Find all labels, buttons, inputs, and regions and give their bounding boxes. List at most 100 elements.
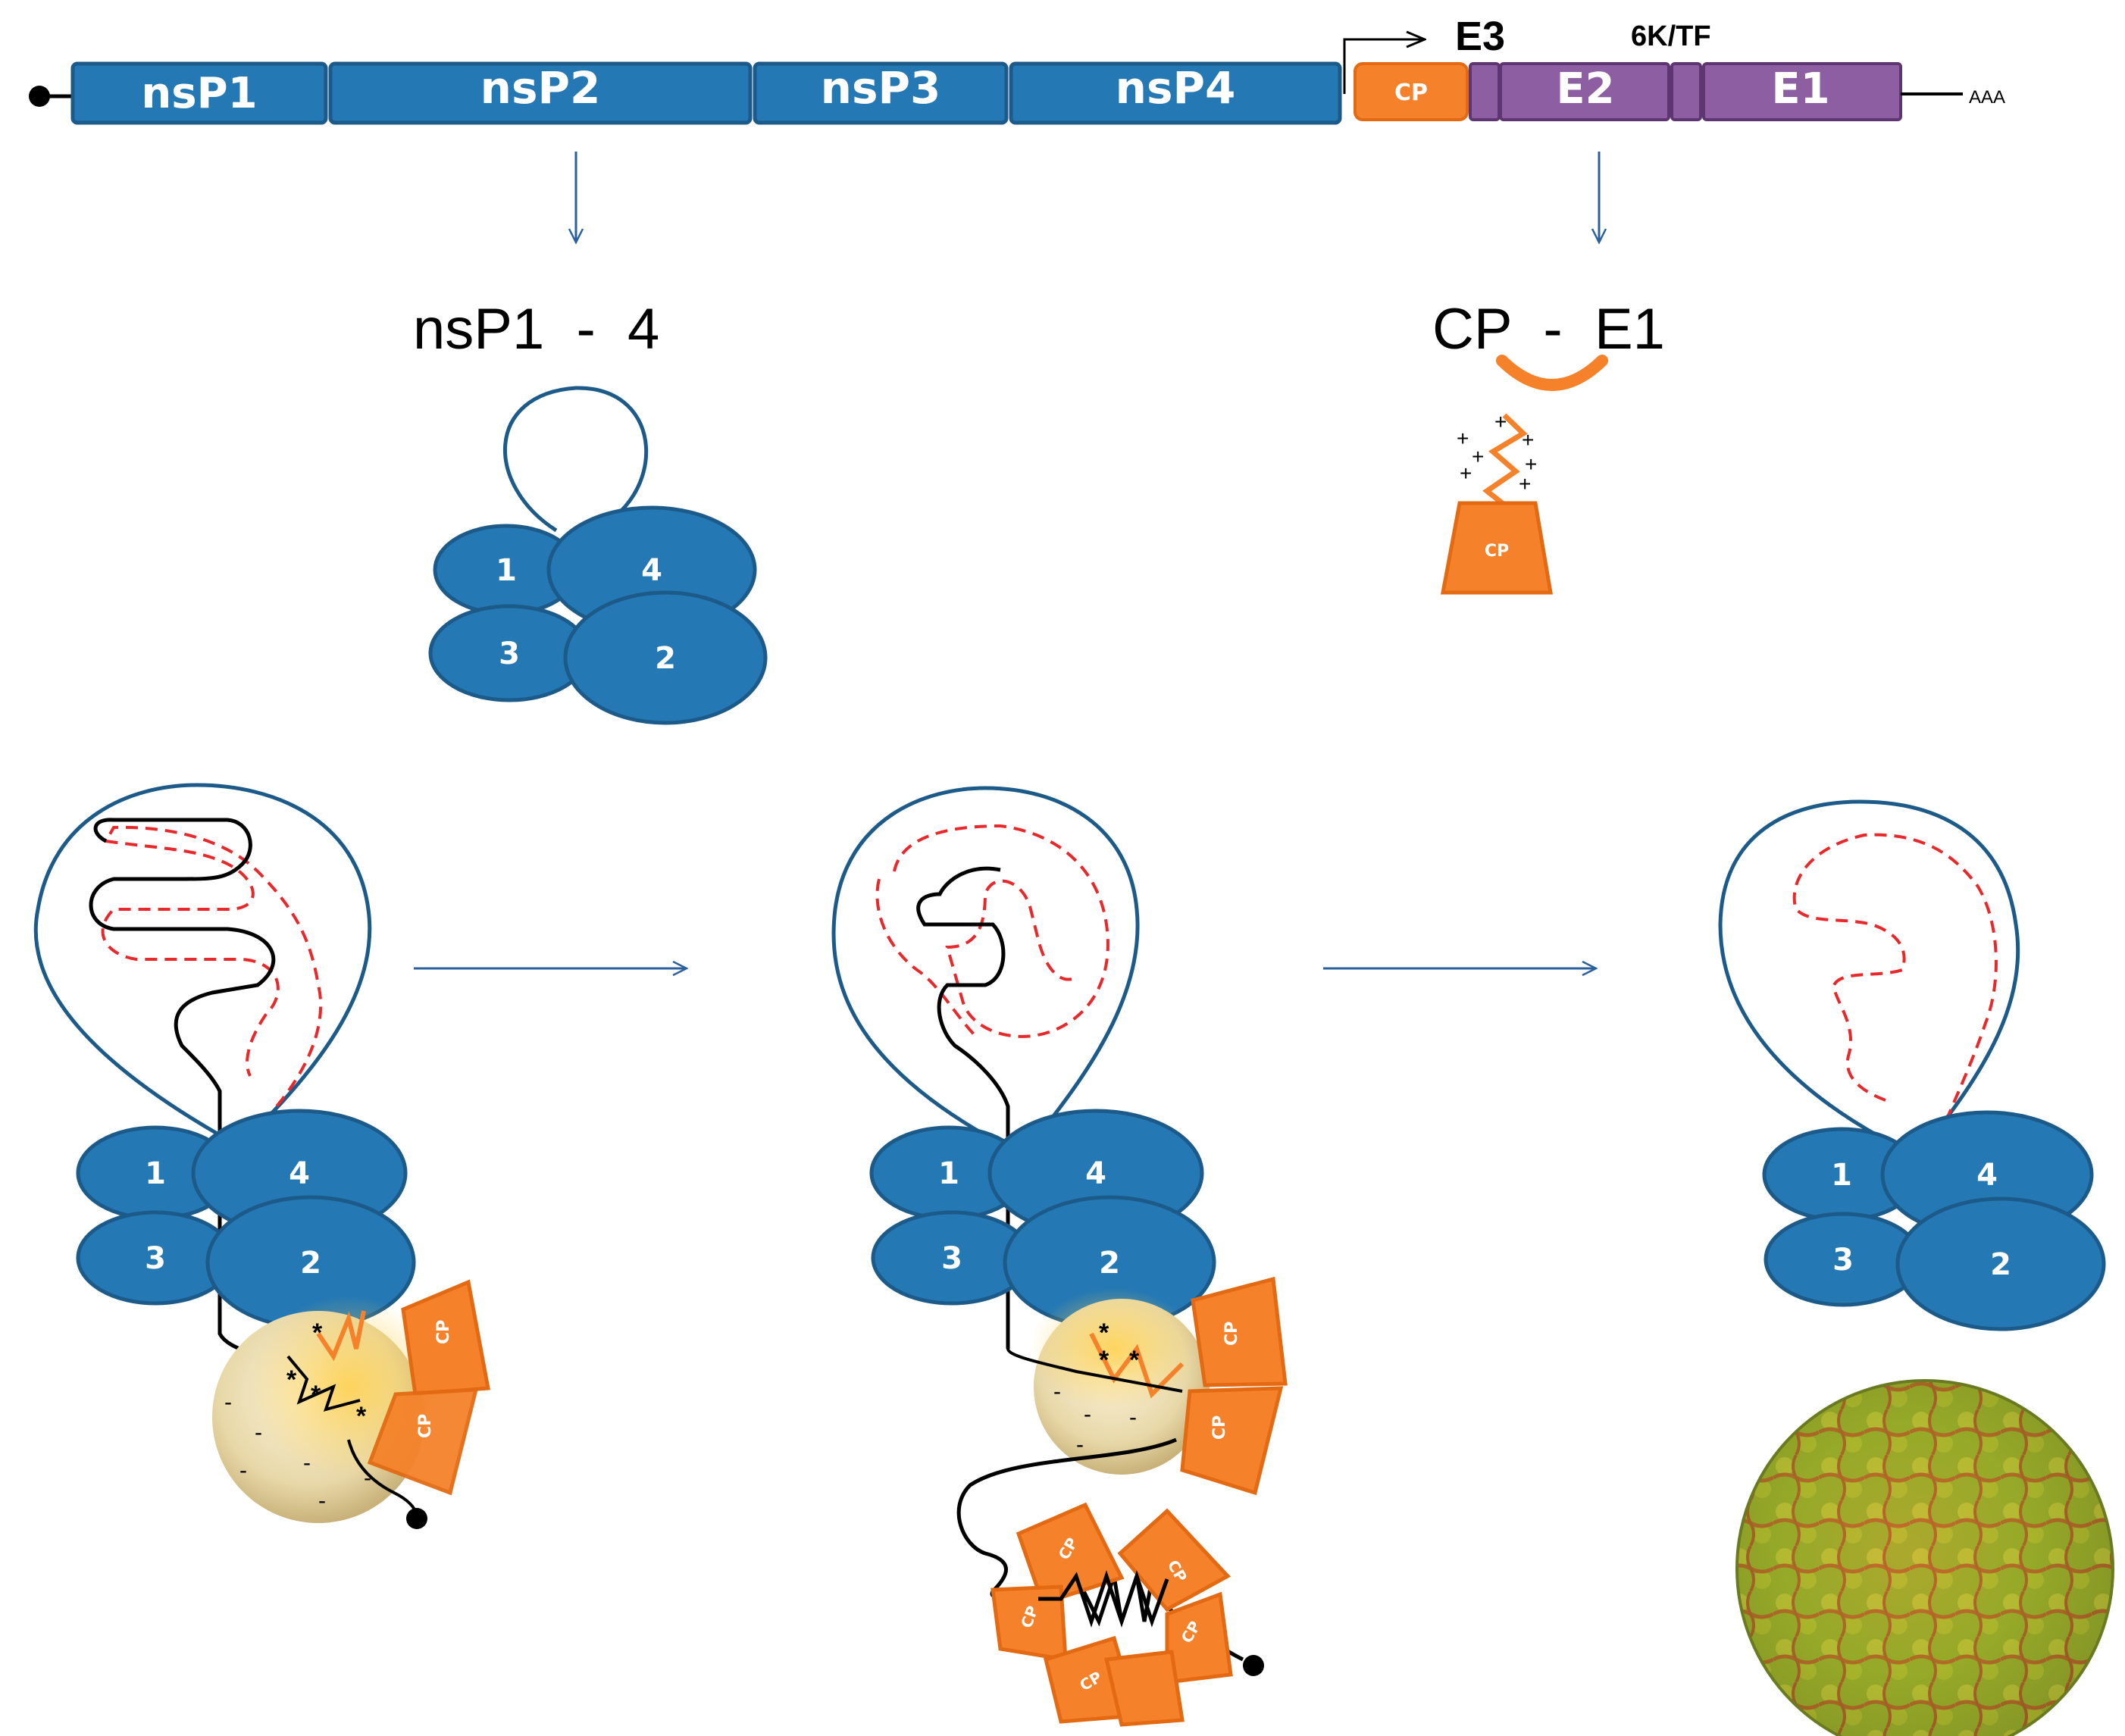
binding-glow [1031, 1288, 1197, 1409]
subunit-3-label: 3 [145, 1241, 166, 1276]
capsid-protein-label: CP [1485, 542, 1509, 561]
tf-label: 6K/TF [1631, 20, 1711, 52]
subunit-2-label: 2 [1990, 1247, 2011, 1282]
subunit-1-label: 1 [496, 553, 517, 588]
capsid-n-terminal-tail [1482, 413, 1528, 510]
capsid-tail [1089, 1332, 1185, 1399]
subunit-2-label: 2 [655, 641, 676, 676]
structural-product-label: CP - E1 [1432, 297, 1665, 361]
negative-charge: - [1053, 1379, 1061, 1404]
negative-charge: - [224, 1390, 232, 1415]
negative-strand-rna [875, 878, 979, 1040]
spherule-membrane [33, 783, 372, 1137]
capsid-protein [1191, 1276, 1288, 1387]
rna-zigzag [1038, 1570, 1169, 1628]
subgenomic-promoter-arrow [1343, 39, 1425, 94]
capsid-protein [1103, 1650, 1185, 1727]
rna-segment [1006, 1348, 1183, 1393]
positive-strand-rna [916, 866, 1010, 1349]
negative-charge: - [303, 1450, 311, 1475]
e3-label: E3 [1455, 14, 1505, 59]
negative-charge: - [1084, 1402, 1091, 1427]
e2-segment [1499, 62, 1670, 121]
nsp3-label: nsP3 [821, 62, 941, 114]
spherule-membrane [502, 386, 648, 533]
tf-segment [1670, 62, 1702, 121]
nsp3-segment [753, 61, 1009, 125]
capsid-tail [316, 1310, 366, 1362]
negative-charge: - [364, 1465, 371, 1490]
nsp1-segment [70, 61, 328, 125]
negative-charge: - [318, 1488, 326, 1513]
subunit-3-label: 3 [499, 637, 520, 671]
subunit-1-label: 1 [938, 1156, 959, 1191]
stage-2: 1 4 3 2 - - - - * * * CP CP CP [831, 786, 1288, 1727]
asterisk-mark: * [1129, 1346, 1140, 1375]
subunit-2-label: 2 [1099, 1246, 1120, 1281]
capsid-protein [401, 1279, 490, 1397]
positive-charge: + [1472, 445, 1484, 468]
negative-charge: - [255, 1420, 262, 1445]
stage-3: 1 4 3 2 [1718, 799, 2114, 1736]
positive-charge: + [1519, 472, 1531, 496]
negative-charge: - [239, 1458, 247, 1483]
positive-charge: + [1525, 452, 1537, 476]
subunit-4-label: 4 [1976, 1158, 1998, 1193]
asterisk-mark: * [312, 1318, 323, 1347]
nsp4-label: nsP4 [1116, 62, 1236, 114]
subunit-3-label: 3 [1832, 1243, 1854, 1278]
subunit-1-label: 1 [1831, 1158, 1852, 1193]
subunit-4-label: 4 [641, 553, 662, 588]
positive-strand-rna [89, 818, 304, 1366]
spherule-membrane [1718, 799, 2020, 1139]
subunit-4-label: 4 [1085, 1156, 1106, 1191]
rna-tail [347, 1439, 418, 1516]
asterisk-mark: * [1099, 1318, 1109, 1347]
nsp2-segment [328, 61, 753, 125]
nsp1-label: nsP1 [141, 69, 257, 118]
capsid-protein-label: CP [1222, 1322, 1241, 1346]
positive-charge: + [1457, 427, 1469, 450]
e3-segment [1469, 62, 1501, 121]
nsp2-subunit [563, 590, 768, 725]
asterisk-mark: * [286, 1365, 297, 1394]
nsp2-subunit [1895, 1196, 2106, 1331]
rna-cap [406, 1508, 427, 1529]
capsid-protein [1180, 1386, 1284, 1496]
e2-label: E2 [1556, 64, 1614, 114]
poly-a-label: AAA [1969, 87, 2005, 108]
capsid-protein [1165, 1591, 1233, 1684]
virion-outline [1735, 1379, 2114, 1736]
negative-strand-rna [1792, 833, 1998, 1137]
rna-loop [286, 1355, 361, 1412]
cleavage-arc [1496, 355, 1608, 391]
virion-shading [1737, 1381, 2113, 1736]
nsp4-segment [1009, 61, 1342, 125]
subunit-2-label: 2 [300, 1246, 321, 1281]
cp-segment-label: CP [1394, 80, 1428, 106]
spherule-membrane [831, 786, 1140, 1137]
positive-charge: + [1522, 428, 1534, 452]
capsid-protein [1016, 1502, 1125, 1606]
negative-strand-rna [101, 825, 323, 1137]
capsid-protein-label: CP [416, 1414, 435, 1438]
capsid-protein [1117, 1508, 1231, 1612]
asterisk-mark: * [1099, 1346, 1109, 1375]
cp-segment [1354, 62, 1469, 121]
rna-cap [1243, 1655, 1264, 1676]
capsid-protein-label: CP [1210, 1415, 1229, 1440]
positive-charge: + [1494, 410, 1507, 433]
subunit-1-label: 1 [145, 1156, 166, 1191]
capsid-protein-label: CP [434, 1320, 453, 1344]
stage-1: 1 4 3 2 - - - - - - * * * * CP CP [33, 783, 490, 1529]
subunit-4-label: 4 [289, 1156, 310, 1191]
negative-strand-rna [893, 824, 1109, 1038]
subunit-3-label: 3 [941, 1241, 962, 1276]
e1-label: E1 [1771, 64, 1829, 114]
replicase-complex-top: 1 4 3 2 [428, 386, 768, 725]
asterisk-mark: * [356, 1402, 367, 1431]
free-capsid-protein: + + + + + + + CP [1440, 410, 1553, 595]
negative-charge: - [1076, 1432, 1084, 1457]
